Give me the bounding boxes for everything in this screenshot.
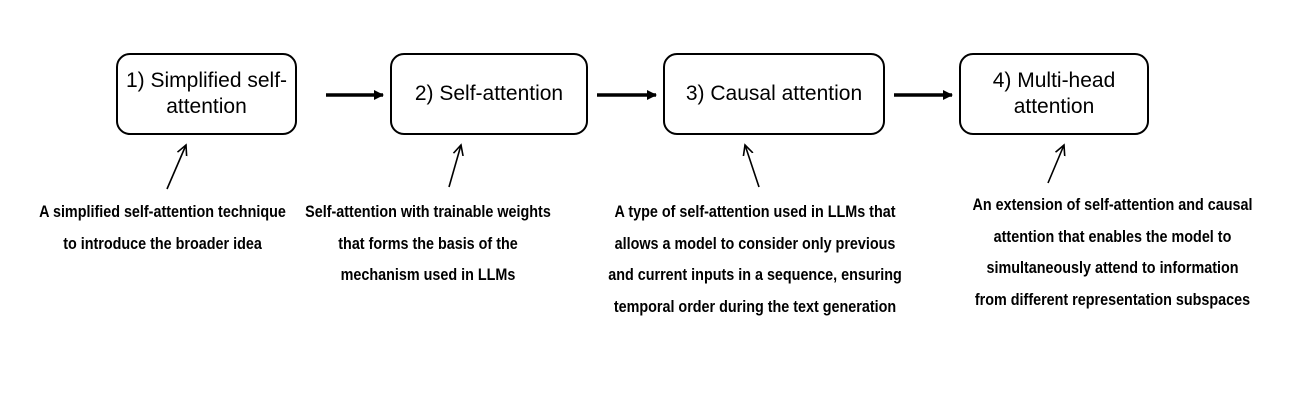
stage-label: 1) Simplified self-attention xyxy=(125,69,288,118)
stage-box-multi-head-attention: 4) Multi-head attention xyxy=(959,53,1149,135)
stage-description-multi-head-attention: An extension of self-attention and causa… xyxy=(972,196,1253,309)
stage-box-causal-attention: 3) Causal attention xyxy=(663,53,885,135)
pointer-arrow-2 xyxy=(448,145,461,188)
pointer-arrow-3 xyxy=(745,145,760,188)
pointer-arrow-1 xyxy=(166,145,186,190)
stage-description-self-attention: Self-attention with trainable weights th… xyxy=(305,203,551,284)
stage-label: 3) Causal attention xyxy=(685,82,863,105)
stage-box-simplified-self-attention: 1) Simplified self-attention xyxy=(116,53,297,135)
stage-description-causal-attention: A type of self-attention used in LLMs th… xyxy=(608,203,902,316)
stage-box-self-attention: 2) Self-attention xyxy=(390,53,588,135)
stage-label: 4) Multi-head attention xyxy=(992,69,1116,118)
pointer-arrow-4 xyxy=(1047,145,1064,184)
stage-label: 2) Self-attention xyxy=(414,82,564,105)
stage-description-simplified-self-attention: A simplified self-attention technique to… xyxy=(39,203,286,253)
